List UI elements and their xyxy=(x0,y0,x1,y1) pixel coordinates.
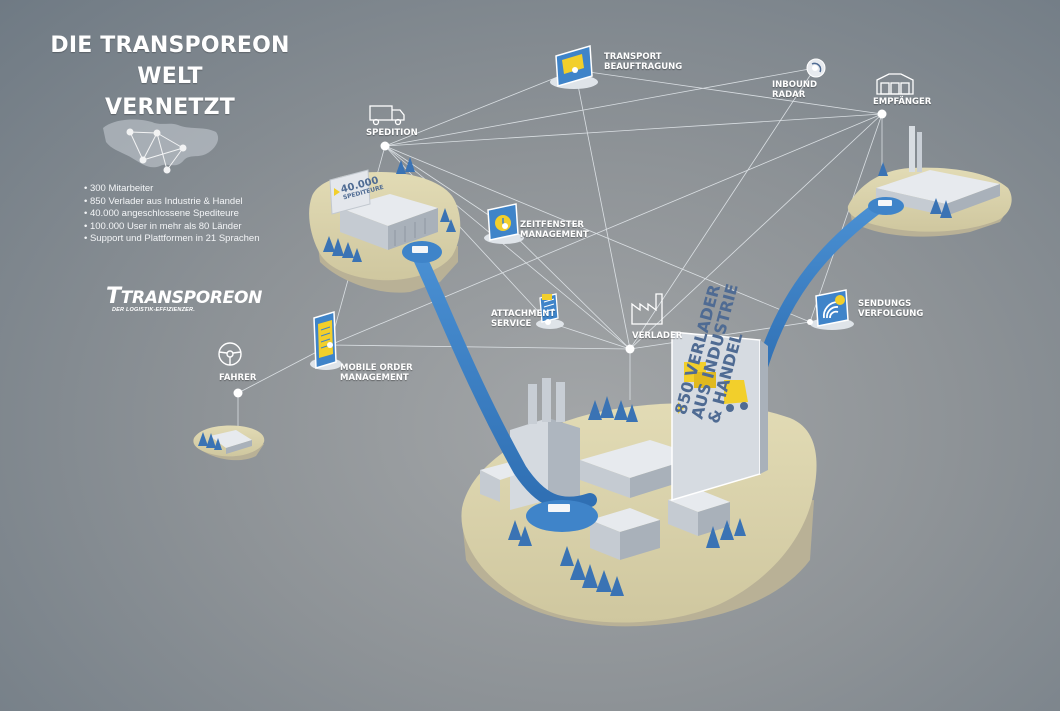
page-title: DIE TRANSPOREON WELT VERNETZT xyxy=(20,30,320,123)
label-line: MOBILE ORDER xyxy=(340,363,413,373)
transporeon-logo: TTRANSPOREON DER LOGISTIK-EFFIZIENZER. xyxy=(106,284,262,313)
steering-wheel-icon xyxy=(218,342,242,366)
label-line: ZEITFENSTER xyxy=(520,220,584,230)
factory-icon xyxy=(631,293,663,325)
label-line: ATTACHMENT xyxy=(491,309,556,319)
smartphone-icon xyxy=(310,311,342,370)
fact-item: 100.000 User in mehr als 80 Länder xyxy=(84,221,260,234)
logo-wordmark: TTRANSPOREON xyxy=(106,284,262,309)
fact-item: 850 Verlader aus Industrie & Handel xyxy=(84,196,260,209)
label-line: INBOUND xyxy=(772,80,818,90)
warehouse-icon xyxy=(876,73,914,95)
verlader-info-panel xyxy=(671,331,768,502)
label-line: SERVICE xyxy=(491,319,532,329)
network-nodes xyxy=(233,65,887,398)
logo-initial: T xyxy=(106,284,121,309)
label-line: MANAGEMENT xyxy=(340,373,409,383)
world-map-icon xyxy=(103,119,219,174)
label-mobile-order-management: MOBILE ORDER MANAGEMENT xyxy=(340,363,413,383)
fact-item: Support und Plattformen in 21 Sprachen xyxy=(84,233,260,246)
signal-icon xyxy=(810,289,854,330)
logo-name: TRANSPOREON xyxy=(120,288,263,308)
label-line: TRANSPORT xyxy=(604,52,662,62)
calendar-clock-icon xyxy=(484,203,524,244)
facts-list: 300 Mitarbeiter 850 Verlader aus Industr… xyxy=(84,183,260,246)
title-line-1: DIE TRANSPOREON WELT xyxy=(50,33,290,89)
label-verlader: VERLADER xyxy=(632,331,683,341)
island-spedition xyxy=(309,157,461,293)
label-line: VERFOLGUNG xyxy=(858,309,924,319)
label-transport-beauftragung: TRANSPORT BEAUFTRAGUNG xyxy=(604,52,682,72)
label-spedition: SPEDITION xyxy=(366,128,418,138)
label-inbound-radar: INBOUND RADAR xyxy=(772,80,817,100)
label-sendungsverfolgung: SENDUNGS VERFOLGUNG xyxy=(858,299,923,319)
label-zeitfenster-management: ZEITFENSTER MANAGEMENT xyxy=(520,220,589,240)
island-fahrer xyxy=(193,425,265,461)
label-line: SENDUNGS xyxy=(858,299,912,309)
fact-item: 300 Mitarbeiter xyxy=(84,183,260,196)
fact-item: 40.000 angeschlossene Spediteure xyxy=(84,208,260,221)
label-line: BEAUFTRAGUNG xyxy=(604,62,683,72)
label-line: RADAR xyxy=(772,90,806,100)
label-attachment-service: ATTACHMENT SERVICE xyxy=(491,309,555,329)
logo-tagline: DER LOGISTIK-EFFIZIENZER. xyxy=(112,307,195,313)
title-line-2: VERNETZT xyxy=(104,95,235,120)
label-empfaenger: EMPFÄNGER xyxy=(873,97,932,107)
truck-icon xyxy=(369,105,405,126)
label-fahrer: FAHRER xyxy=(219,373,257,383)
label-line: MANAGEMENT xyxy=(520,230,589,240)
monitor-icon xyxy=(550,45,598,89)
